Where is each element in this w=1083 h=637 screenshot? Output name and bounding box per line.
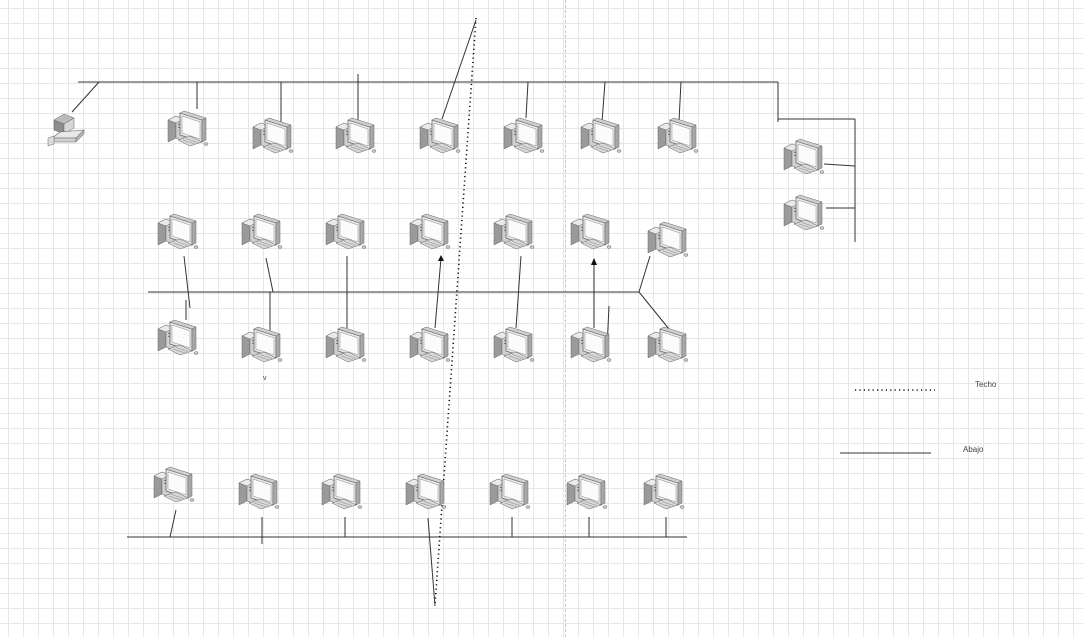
desktop-computer-icon[interactable]	[157, 213, 199, 250]
desktop-computer-icon[interactable]	[153, 466, 195, 503]
desktop-computer-icon[interactable]	[503, 117, 545, 154]
desktop-computer-icon[interactable]	[405, 473, 447, 510]
desktop-computer-icon[interactable]	[409, 326, 451, 363]
desktop-computer-icon[interactable]	[647, 326, 689, 363]
arrowhead-up	[438, 255, 444, 261]
desktop-computer-icon[interactable]	[566, 473, 608, 510]
desktop-computer-icon[interactable]	[570, 213, 612, 250]
desktop-computer-icon[interactable]	[325, 213, 367, 250]
desktop-computer-icon[interactable]	[580, 117, 622, 154]
desktop-computer-icon[interactable]	[657, 117, 699, 154]
desktop-computer-icon[interactable]	[241, 213, 283, 250]
legend-below-label: Abajo	[963, 445, 984, 454]
desktop-computer-icon[interactable]	[325, 326, 367, 363]
desktop-computer-icon[interactable]	[238, 473, 280, 510]
desktop-computer-icon[interactable]	[241, 326, 283, 363]
legend-ceiling-label: Techo	[975, 380, 997, 389]
desktop-computer-icon[interactable]	[493, 326, 535, 363]
dotted-ceiling-cabling	[434, 17, 477, 606]
desktop-computer-icon[interactable]	[493, 213, 535, 250]
desktop-computer-icon[interactable]	[252, 117, 294, 154]
desktop-computer-icon[interactable]	[570, 326, 612, 363]
laptop-server-icon[interactable]	[47, 113, 85, 147]
arrowheads	[438, 255, 597, 265]
page-divider	[565, 0, 566, 637]
desktop-computer-icon[interactable]	[335, 117, 377, 154]
stray-label: v	[263, 375, 267, 382]
desktop-computer-icon[interactable]	[489, 473, 531, 510]
desktop-computer-icon[interactable]	[643, 473, 685, 510]
legend	[840, 389, 935, 454]
solid-cabling	[71, 19, 856, 607]
desktop-computer-icon[interactable]	[321, 473, 363, 510]
desktop-computer-icon[interactable]	[783, 138, 825, 175]
desktop-computer-icon[interactable]	[419, 117, 461, 154]
desktop-computer-icon[interactable]	[647, 221, 689, 258]
desktop-computer-icon[interactable]	[157, 319, 199, 356]
arrowhead-up	[591, 258, 597, 265]
desktop-computer-icon[interactable]	[409, 213, 451, 250]
desktop-computer-icon[interactable]	[167, 110, 209, 147]
desktop-computer-icon[interactable]	[783, 194, 825, 231]
